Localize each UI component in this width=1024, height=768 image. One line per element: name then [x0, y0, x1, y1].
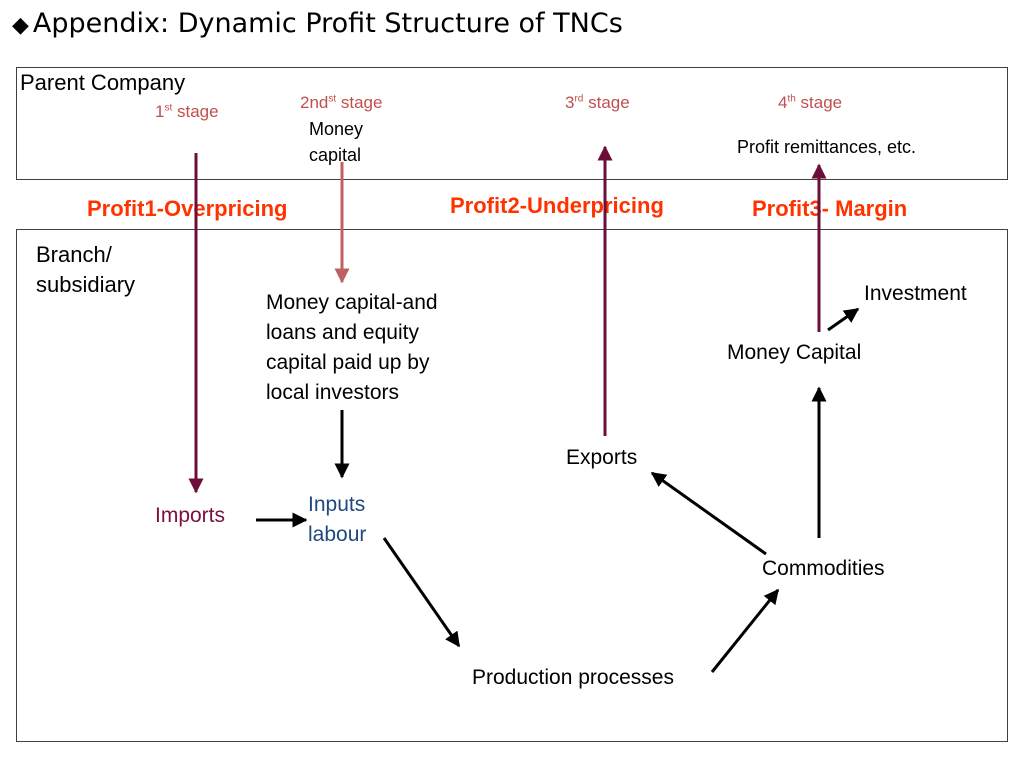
exports-node: Exports: [566, 446, 638, 469]
parent-company-box: [16, 67, 1008, 180]
money-capital-node: Money Capital: [727, 341, 862, 364]
commodities-node: Commodities: [762, 557, 885, 580]
diamond-bullet-icon: ◆: [12, 13, 29, 38]
profit1-label: Profit1-Overpricing: [87, 196, 288, 221]
stage-4-label: 4th stage: [778, 93, 843, 112]
profit3-label: Profit3- Margin: [752, 196, 908, 221]
stage-2-label: 2ndst stage: [300, 93, 383, 112]
local-investors-node: Money capital-and loans and equity capit…: [266, 291, 438, 404]
production-processes-node: Production processes: [472, 666, 674, 689]
investment-node: Investment: [864, 282, 967, 305]
page-title: ◆Appendix: Dynamic Profit Structure of T…: [12, 8, 623, 39]
profit-remittances-label: Profit remittances, etc.: [737, 137, 917, 157]
imports-node: Imports: [155, 504, 226, 527]
parent-company-label: Parent Company: [20, 70, 186, 95]
branch-label-line2: subsidiary: [36, 272, 136, 297]
arrow-inputs-to-production: [382, 537, 461, 648]
arrow-money-capital-to-investment: [827, 307, 860, 332]
inputs-labour-node: Inputs labour: [308, 493, 367, 546]
branch-subsidiary-box: [16, 229, 1008, 742]
title-text: Appendix: Dynamic Profit Structure of TN…: [32, 8, 623, 39]
parent-money-capital: Money capital: [309, 119, 364, 165]
branch-label-line1: Branch/: [36, 242, 112, 267]
stage-3-label: 3rd stage: [565, 93, 630, 112]
branch-label: Branch/ subsidiary: [36, 240, 135, 300]
arrow-production-to-commodities: [710, 588, 780, 673]
stage-1-label: 1st stage: [155, 102, 219, 121]
profit2-label: Profit2-Underpricing: [450, 193, 664, 218]
arrow-commodities-to-exports: [650, 471, 767, 556]
